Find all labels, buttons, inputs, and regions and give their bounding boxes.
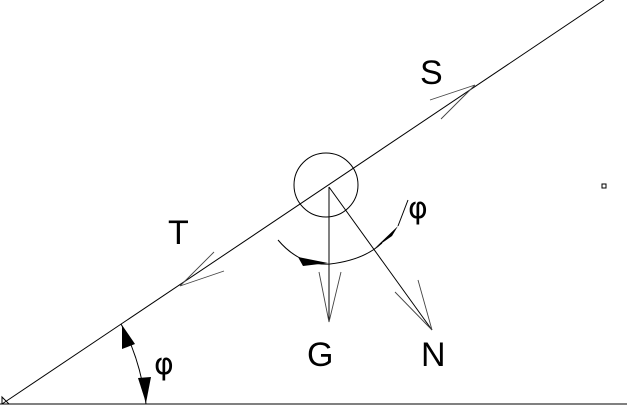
s-arrow-head (429, 84, 476, 120)
body-circle (293, 152, 359, 218)
label-g: G (307, 336, 333, 374)
incline-line (1, 0, 605, 405)
corner-marker (1, 395, 11, 405)
body-angle-arrow-left (298, 257, 328, 266)
point-marker (601, 183, 607, 189)
label-s: S (420, 54, 443, 92)
t-arrow-head (179, 251, 225, 287)
g-arrow-head (318, 271, 342, 323)
incline-angle-arrow-up (122, 325, 135, 349)
label-t: T (168, 214, 189, 252)
label-phi-incline: φ (154, 347, 174, 382)
label-phi-body: φ (408, 191, 428, 226)
body-angle-arrow-right (375, 226, 398, 248)
n-arrow-head (394, 279, 433, 331)
body-angle-arc (277, 239, 383, 265)
n-vector (328, 186, 433, 331)
body-angle-leader (397, 199, 409, 227)
incline-angle-arrow-down (138, 377, 151, 403)
label-n: N (421, 336, 446, 374)
